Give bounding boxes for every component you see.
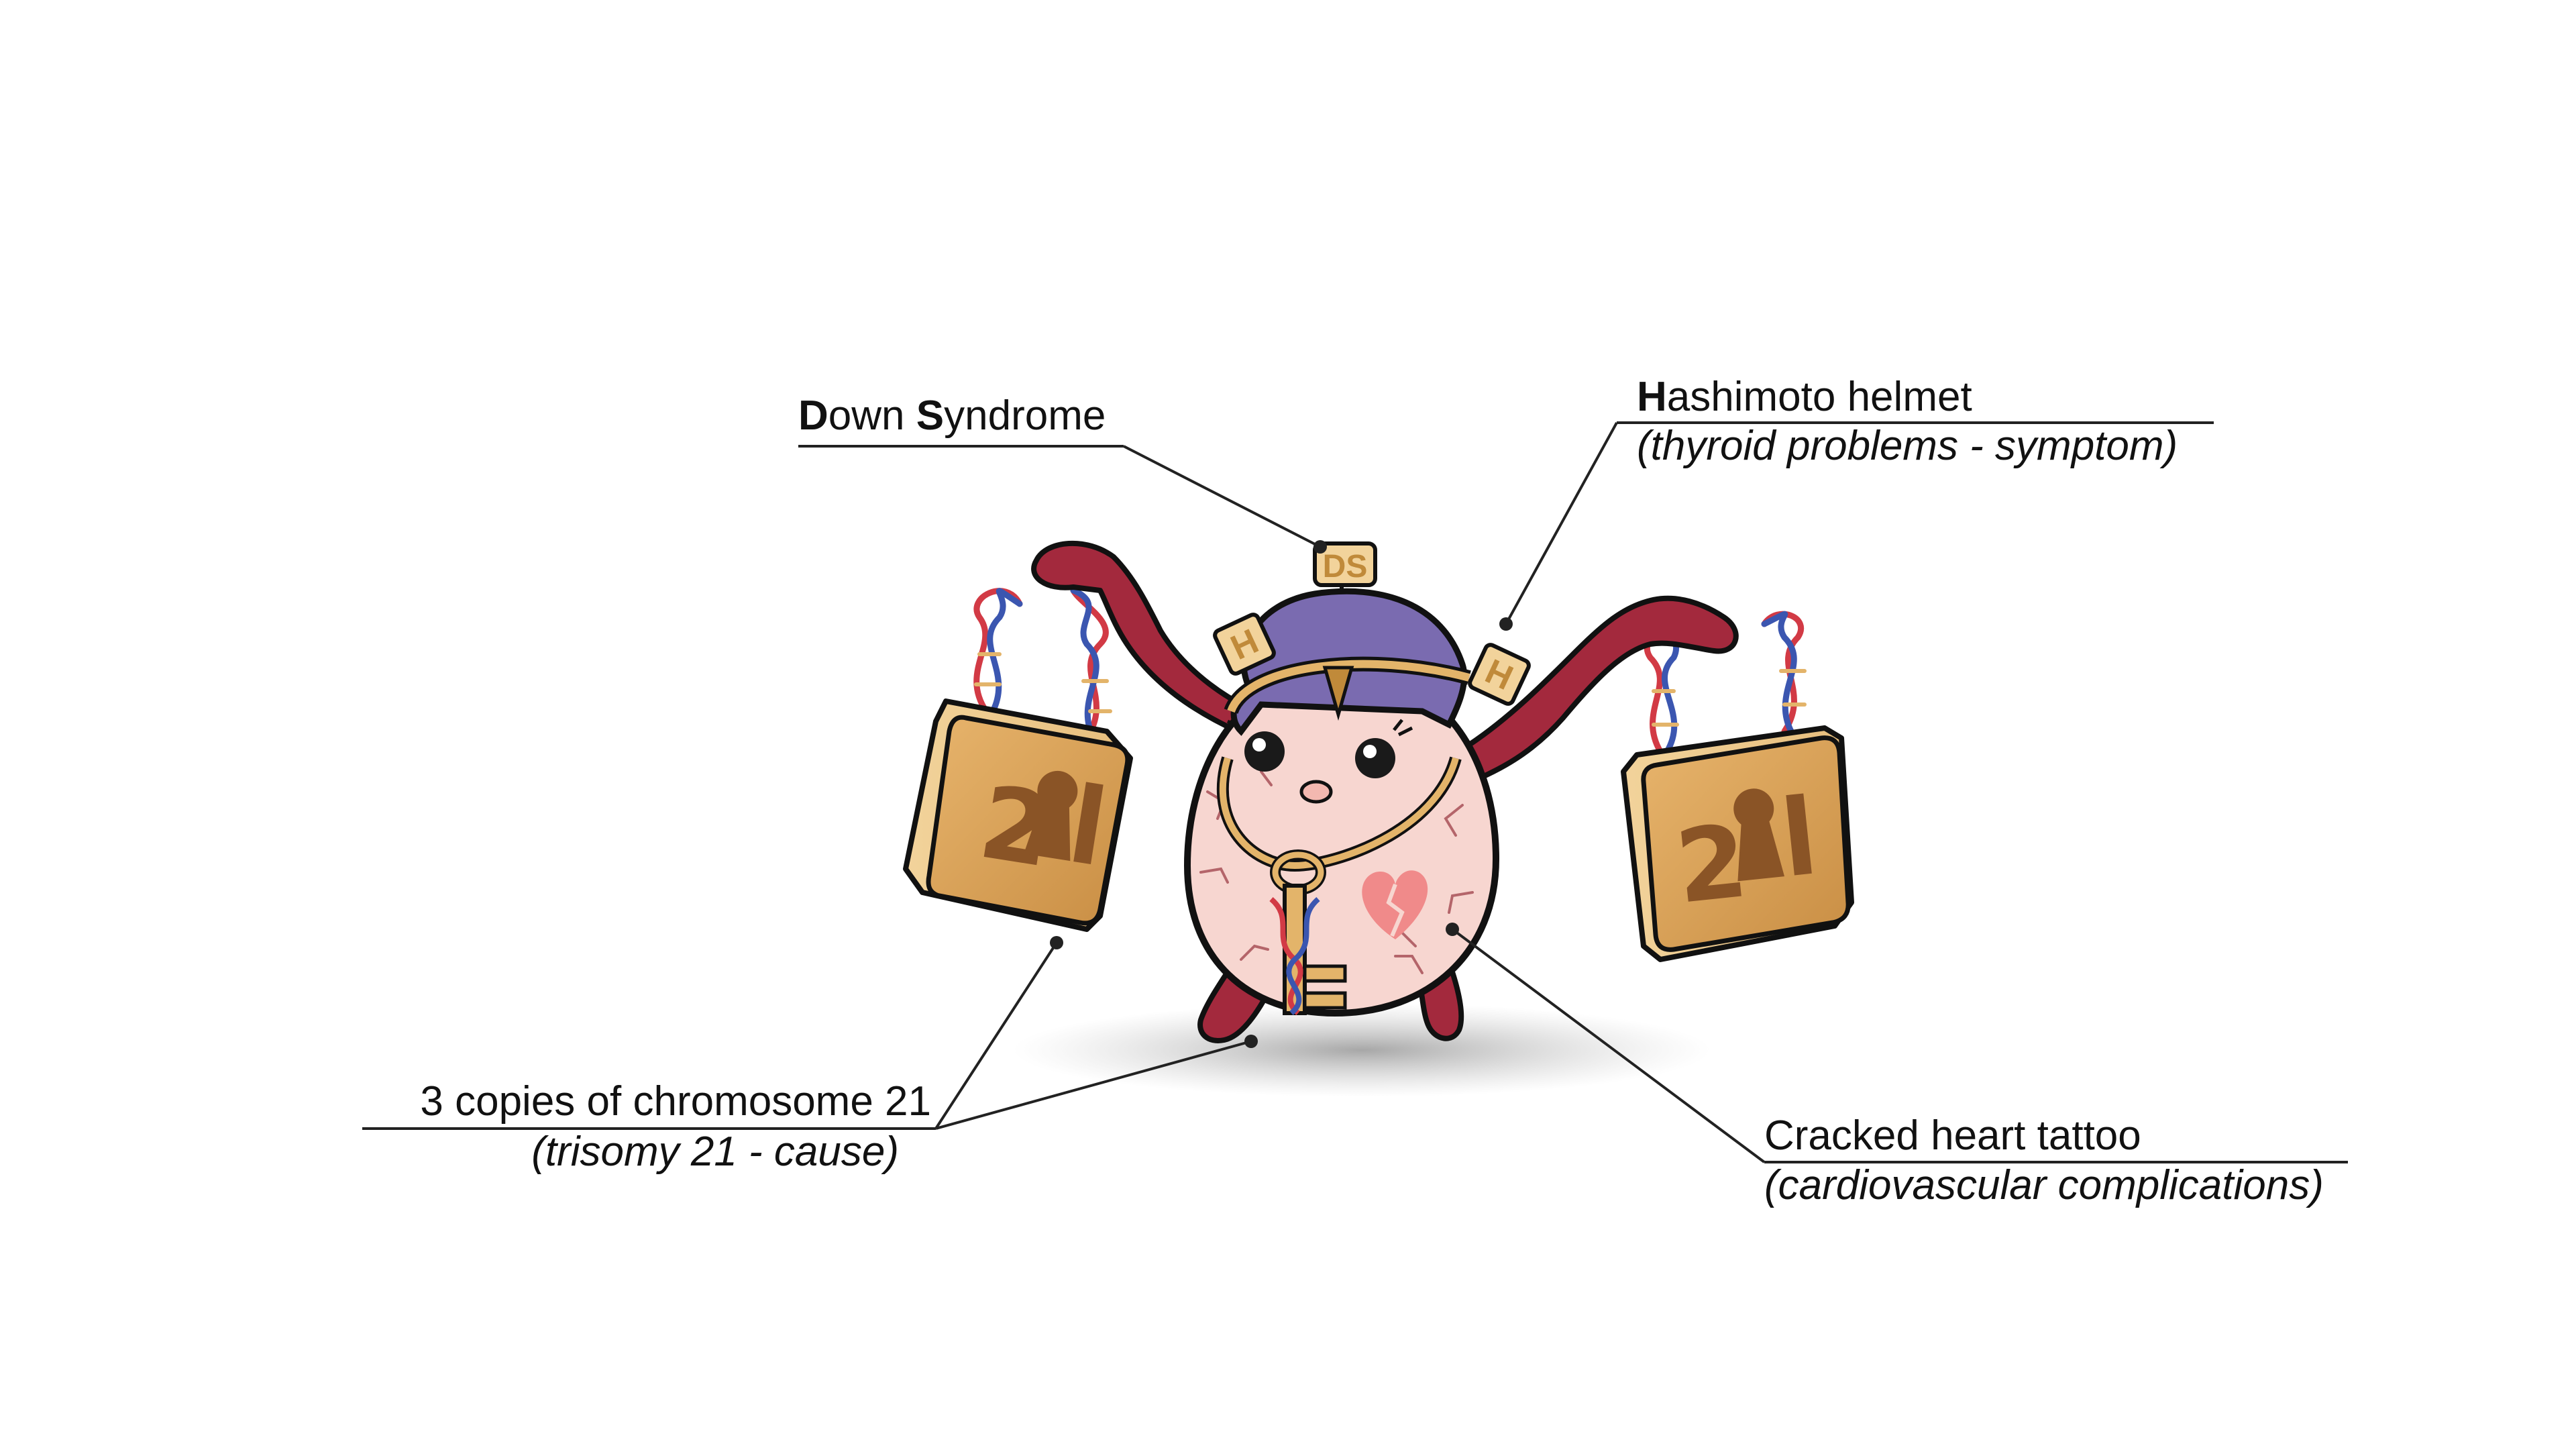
hashimoto-dot xyxy=(1499,617,1513,631)
ds-s-rest: yndrome xyxy=(944,393,1106,439)
arms xyxy=(1031,541,1739,1043)
ground-shadow xyxy=(1013,1003,1711,1097)
ds-d-initial: D xyxy=(798,393,828,439)
callout-dots xyxy=(1050,540,1513,1048)
hashimoto-helmet: DS H H xyxy=(1213,541,1531,736)
ds-s-initial: S xyxy=(916,393,944,439)
chromosome-key-dot xyxy=(1244,1035,1258,1048)
label-down-syndrome: Down Syndrome xyxy=(798,393,1106,439)
right-h-badge: H xyxy=(1468,643,1531,706)
label-heart-subtitle: (cardiovascular complications) xyxy=(1764,1162,2324,1208)
ds-d-rest: own xyxy=(828,393,916,439)
right-padlock: 2 xyxy=(1621,611,1854,962)
chromosome-key-icon xyxy=(1269,849,1347,1016)
label-hashimoto-subtitle: (thyroid problems - symptom) xyxy=(1637,423,2178,469)
nose xyxy=(1299,780,1333,804)
hashimoto-h-initial: H xyxy=(1637,374,1667,420)
label-heart-title: Cracked heart tattoo xyxy=(1764,1112,2141,1159)
label-chromosome-subtitle: (trisomy 21 - cause) xyxy=(531,1129,899,1175)
label-chromosome-title: 3 copies of chromosome 21 xyxy=(420,1078,931,1125)
chromosome-padlock-dot xyxy=(1050,936,1063,949)
character-body xyxy=(1183,667,1500,1017)
left-h-badge: H xyxy=(1213,613,1276,676)
hashimoto-h-rest: ashimoto helmet xyxy=(1667,374,1972,420)
ds-badge-text: DS xyxy=(1323,549,1368,584)
label-hashimoto-title: Hashimoto helmet xyxy=(1637,374,1972,420)
chromosome-leader-key xyxy=(935,1040,1252,1130)
heart-dot xyxy=(1446,923,1459,936)
ds-badge: DS xyxy=(1313,541,1377,590)
right-keyhole-icon xyxy=(1733,788,1812,882)
chromosome-leader-padlock xyxy=(934,941,1058,1130)
left-dna-shackle xyxy=(973,587,1112,741)
cracked-heart-tattoo-icon xyxy=(1362,870,1428,939)
ds-leader xyxy=(1123,445,1321,548)
ds-dot xyxy=(1313,540,1327,554)
left-padlock: 2 xyxy=(903,587,1133,932)
callout-lines xyxy=(362,421,2348,1163)
left-keyhole-icon xyxy=(1024,770,1104,865)
hashimoto-leader xyxy=(1505,422,1618,625)
heart-leader xyxy=(1451,928,1766,1163)
